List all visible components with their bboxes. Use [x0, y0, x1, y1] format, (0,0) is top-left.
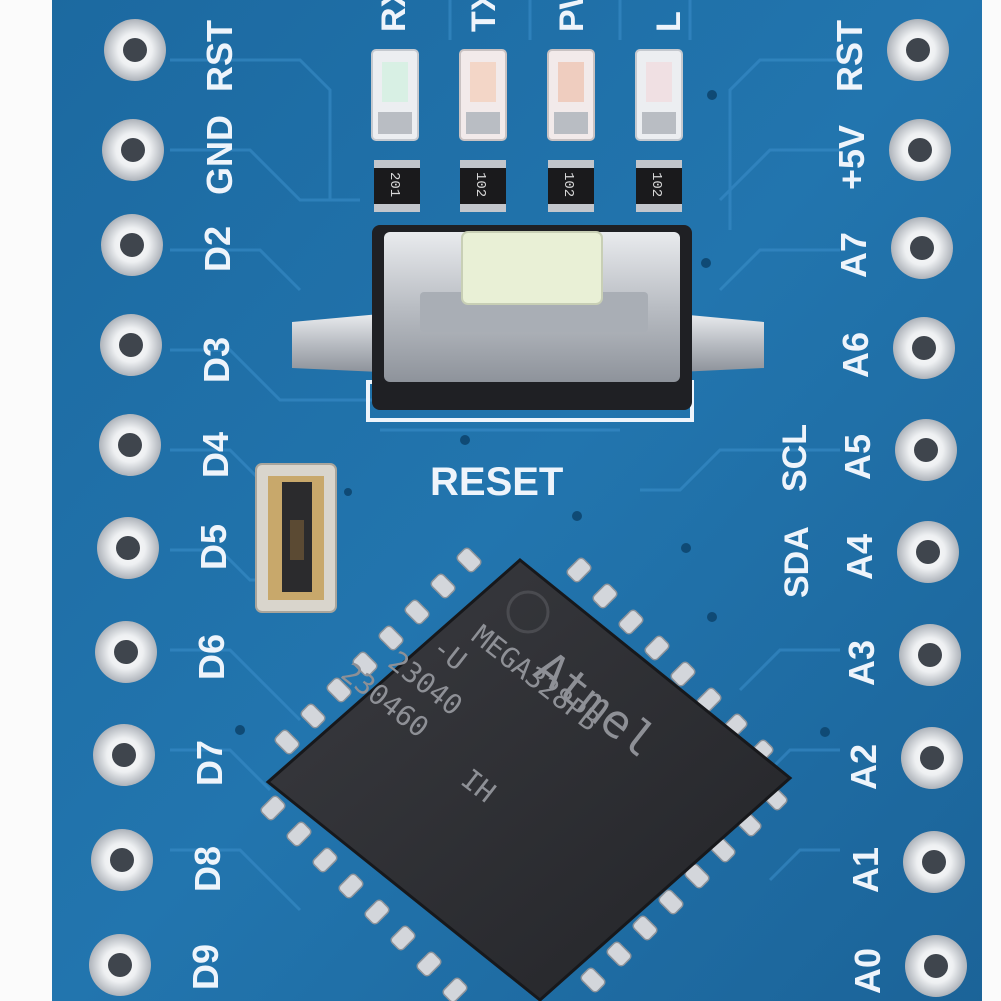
led-label-rx: RX	[375, 0, 413, 32]
resistor: 102	[548, 160, 594, 212]
scl-label: SCL	[776, 424, 814, 492]
led-l	[635, 49, 683, 141]
resistor-code: 102	[472, 172, 488, 197]
reset-button[interactable]	[292, 225, 764, 422]
pin-label-right: A5	[837, 434, 878, 480]
pin-label-left: D9	[185, 944, 226, 990]
pin-label-left: D2	[197, 226, 238, 272]
led-labels: RX TX PW L	[375, 0, 688, 32]
pin-label-left: D5	[193, 524, 234, 570]
pcb-traces	[170, 0, 840, 912]
led-label-l: L	[650, 11, 688, 32]
led-rx	[371, 49, 419, 141]
resistor: 201	[374, 160, 420, 212]
pin1-marker	[506, 590, 550, 634]
pin-label-left: GND	[199, 115, 240, 195]
resistors: 201 102 102 102	[374, 160, 682, 212]
led-pw	[547, 49, 595, 141]
resistor-code: 201	[386, 172, 402, 197]
resistor: 102	[636, 160, 682, 212]
pin-label-right: A1	[845, 847, 886, 893]
pin-label-right: A6	[835, 332, 876, 378]
microcontroller-chip: Atmel MEGA328PB -U 23040 230460 IH	[265, 558, 793, 1001]
pin-label-left: D6	[191, 634, 232, 680]
left-header-holes	[89, 19, 166, 996]
pin-label-left: RST	[199, 20, 240, 92]
led-tx	[459, 49, 507, 141]
pin-label-right: A7	[833, 232, 874, 278]
led-label-pw: PW	[553, 0, 591, 32]
sda-label: SDA	[778, 526, 816, 598]
resistor: 102	[460, 160, 506, 212]
right-pin-labels: RST +5V A7 A6 A5 A4 A3 A2 A1 A0	[829, 20, 888, 994]
pin-label-right: A2	[843, 744, 884, 790]
pin-label-right: +5V	[831, 125, 872, 190]
pin-label-left: D8	[187, 846, 228, 892]
left-pin-labels: RST GND D2 D3 D4 D5 D6 D7 D8 D9	[185, 20, 240, 990]
pin-label-right: RST	[829, 20, 870, 92]
pin-label-right: A4	[839, 534, 880, 580]
pin-label-left: D4	[195, 432, 236, 478]
crystal-component	[255, 463, 337, 613]
pin-label-left: D7	[189, 740, 230, 786]
right-header-holes	[887, 19, 967, 997]
resistor-code: 102	[560, 172, 576, 197]
led-label-tx: TX	[465, 0, 503, 32]
reset-label: RESET	[430, 460, 563, 504]
pin-label-left: D3	[196, 337, 237, 383]
status-leds	[371, 49, 683, 141]
resistor-code: 102	[648, 172, 664, 197]
i2c-labels: SCL SDA	[776, 424, 816, 598]
pin-label-right: A0	[847, 948, 888, 994]
pin-label-right: A3	[841, 640, 882, 686]
